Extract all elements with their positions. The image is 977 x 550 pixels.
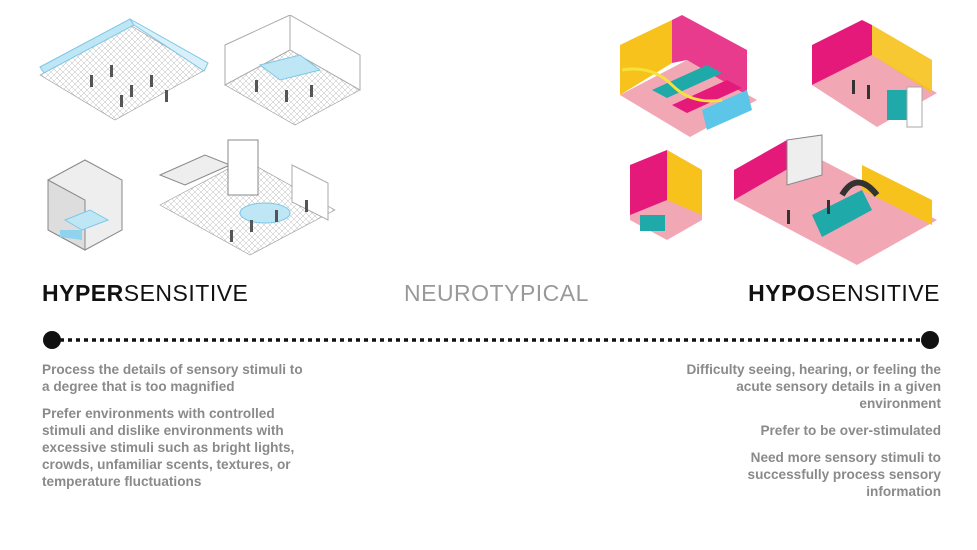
hypersensitive-heading-bold: HYPER bbox=[42, 280, 124, 306]
hyposensitive-illustrations bbox=[620, 15, 937, 265]
hypersensitive-description: Process the details of sensory stimuli t… bbox=[42, 361, 307, 500]
workstation-room-illustration bbox=[224, 15, 361, 126]
hyposensitive-point: Need more sensory stimuli to successfull… bbox=[747, 450, 941, 499]
classroom-illustration bbox=[620, 15, 757, 137]
lounge-illustration bbox=[812, 20, 937, 128]
hyposensitive-description: Difficulty seeing, hearing, or feeling t… bbox=[681, 361, 941, 510]
quiet-booth-illustration bbox=[47, 159, 123, 251]
hyposensitive-heading-bold: HYPO bbox=[748, 280, 816, 306]
hypersensitive-endpoint bbox=[43, 331, 61, 349]
reception-illustration bbox=[158, 139, 336, 256]
neurotypical-heading: NEUROTYPICAL bbox=[404, 280, 589, 306]
hypersensitive-point: Prefer environments with controlled stim… bbox=[42, 406, 295, 489]
hyposensitive-heading: HYPOSENSITIVE bbox=[748, 280, 940, 307]
hypersensitive-heading-light: SENSITIVE bbox=[123, 280, 249, 306]
open-room-illustration bbox=[39, 18, 209, 121]
hallway-illustration bbox=[734, 134, 937, 265]
sensitivity-spectrum-line bbox=[43, 331, 939, 349]
hyposensitive-point: Difficulty seeing, hearing, or feeling t… bbox=[686, 362, 941, 411]
hypersensitive-illustrations bbox=[39, 15, 361, 256]
hyposensitive-endpoint bbox=[921, 331, 939, 349]
hypersensitive-point: Process the details of sensory stimuli t… bbox=[42, 362, 303, 394]
hypersensitive-heading: HYPERSENSITIVE bbox=[42, 280, 248, 307]
sensory-nook-illustration bbox=[630, 150, 702, 240]
hyposensitive-heading-light: SENSITIVE bbox=[815, 280, 940, 306]
hyposensitive-point: Prefer to be over-stimulated bbox=[760, 423, 941, 438]
